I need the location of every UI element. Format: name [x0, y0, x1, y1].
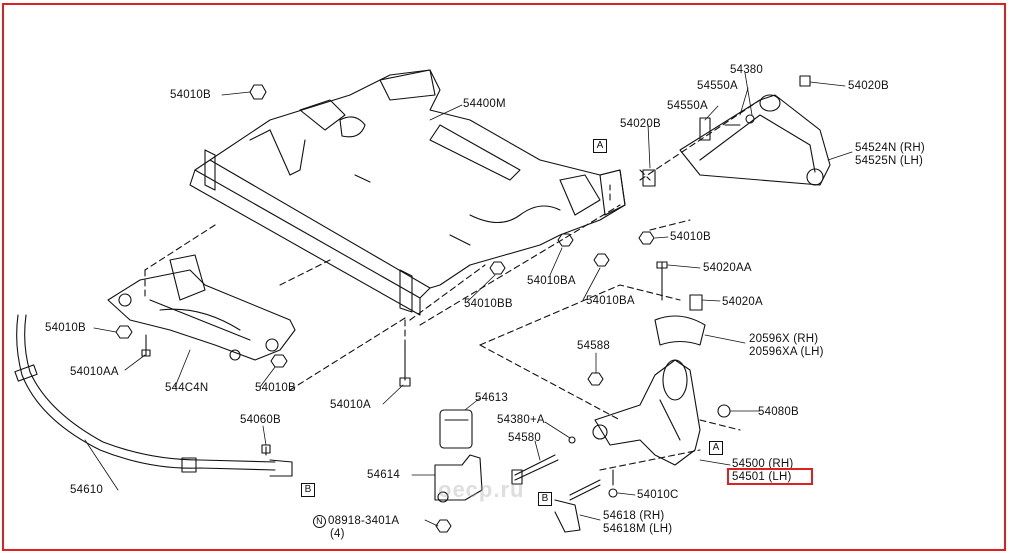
label-54020B-mid: 54020B — [620, 118, 661, 130]
label-54400M: 54400M — [463, 98, 506, 110]
label-54020B-top: 54020B — [848, 80, 889, 92]
stabilizer-bar — [14, 314, 293, 477]
label-54080B: 54080B — [758, 406, 799, 418]
label-54550A-1: 54550A — [697, 80, 738, 92]
rear-subframe — [107, 254, 296, 361]
watermark: oecp.ru — [438, 477, 525, 502]
label-54524N: 54524N (RH) — [855, 142, 925, 154]
label-54010BA-2: 54010BA — [586, 295, 635, 307]
label-54010B-left: 54010B — [45, 322, 86, 334]
lower-arm-assembly — [592, 294, 731, 466]
label-54010B-bottom: 54010B — [255, 382, 296, 394]
label-54501: 54501 (LH) — [732, 471, 792, 483]
label-08918-text: 08918-3401A — [328, 515, 400, 527]
marker-b-left: B — [301, 483, 315, 497]
label-54588: 54588 — [577, 340, 610, 352]
label-54525N: 54525N (LH) — [855, 155, 924, 167]
front-crossmember — [189, 69, 626, 316]
fasteners — [115, 84, 668, 533]
marker-a-top: A — [593, 139, 607, 153]
marker-a-bottom: A — [709, 441, 723, 455]
label-54010AA: 54010AA — [70, 366, 119, 378]
diagram-frame — [2, 3, 1006, 551]
label-54610: 54610 — [70, 484, 103, 496]
bushing-brackets — [434, 409, 601, 533]
label-54010BB: 54010BB — [464, 298, 513, 310]
highlight-54501 — [727, 468, 813, 485]
label-08918-qty: (4) — [330, 528, 345, 540]
label-54010B-top: 54010B — [170, 89, 211, 101]
label-54010C: 54010C — [637, 489, 679, 501]
label-20596X: 20596X (RH) — [749, 333, 819, 345]
label-54060B: 54060B — [240, 414, 281, 426]
label-54618: 54618 (RH) — [603, 510, 665, 522]
label-544C4N: 544C4N — [165, 382, 209, 394]
label-54618M: 54618M (LH) — [603, 523, 673, 535]
label-54020AA: 54020AA — [703, 262, 752, 274]
n-marker: N — [313, 515, 326, 528]
leader-lines — [84, 72, 853, 527]
label-20596XA: 20596XA (LH) — [749, 346, 824, 358]
label-54020A: 54020A — [722, 296, 763, 308]
label-54010B-right: 54010B — [670, 231, 711, 243]
label-54614: 54614 — [367, 469, 400, 481]
label-54380A: 54380+A — [497, 414, 545, 426]
label-54550A-2: 54550A — [667, 100, 708, 112]
label-54010BA-1: 54010BA — [527, 275, 576, 287]
label-54580: 54580 — [508, 432, 541, 444]
marker-b-right: B — [538, 492, 552, 506]
label-54010A: 54010A — [330, 399, 371, 411]
label-54380: 54380 — [730, 64, 763, 76]
upper-arm — [642, 75, 831, 187]
label-54613: 54613 — [475, 392, 508, 404]
label-54500: 54500 (RH) — [732, 458, 794, 470]
